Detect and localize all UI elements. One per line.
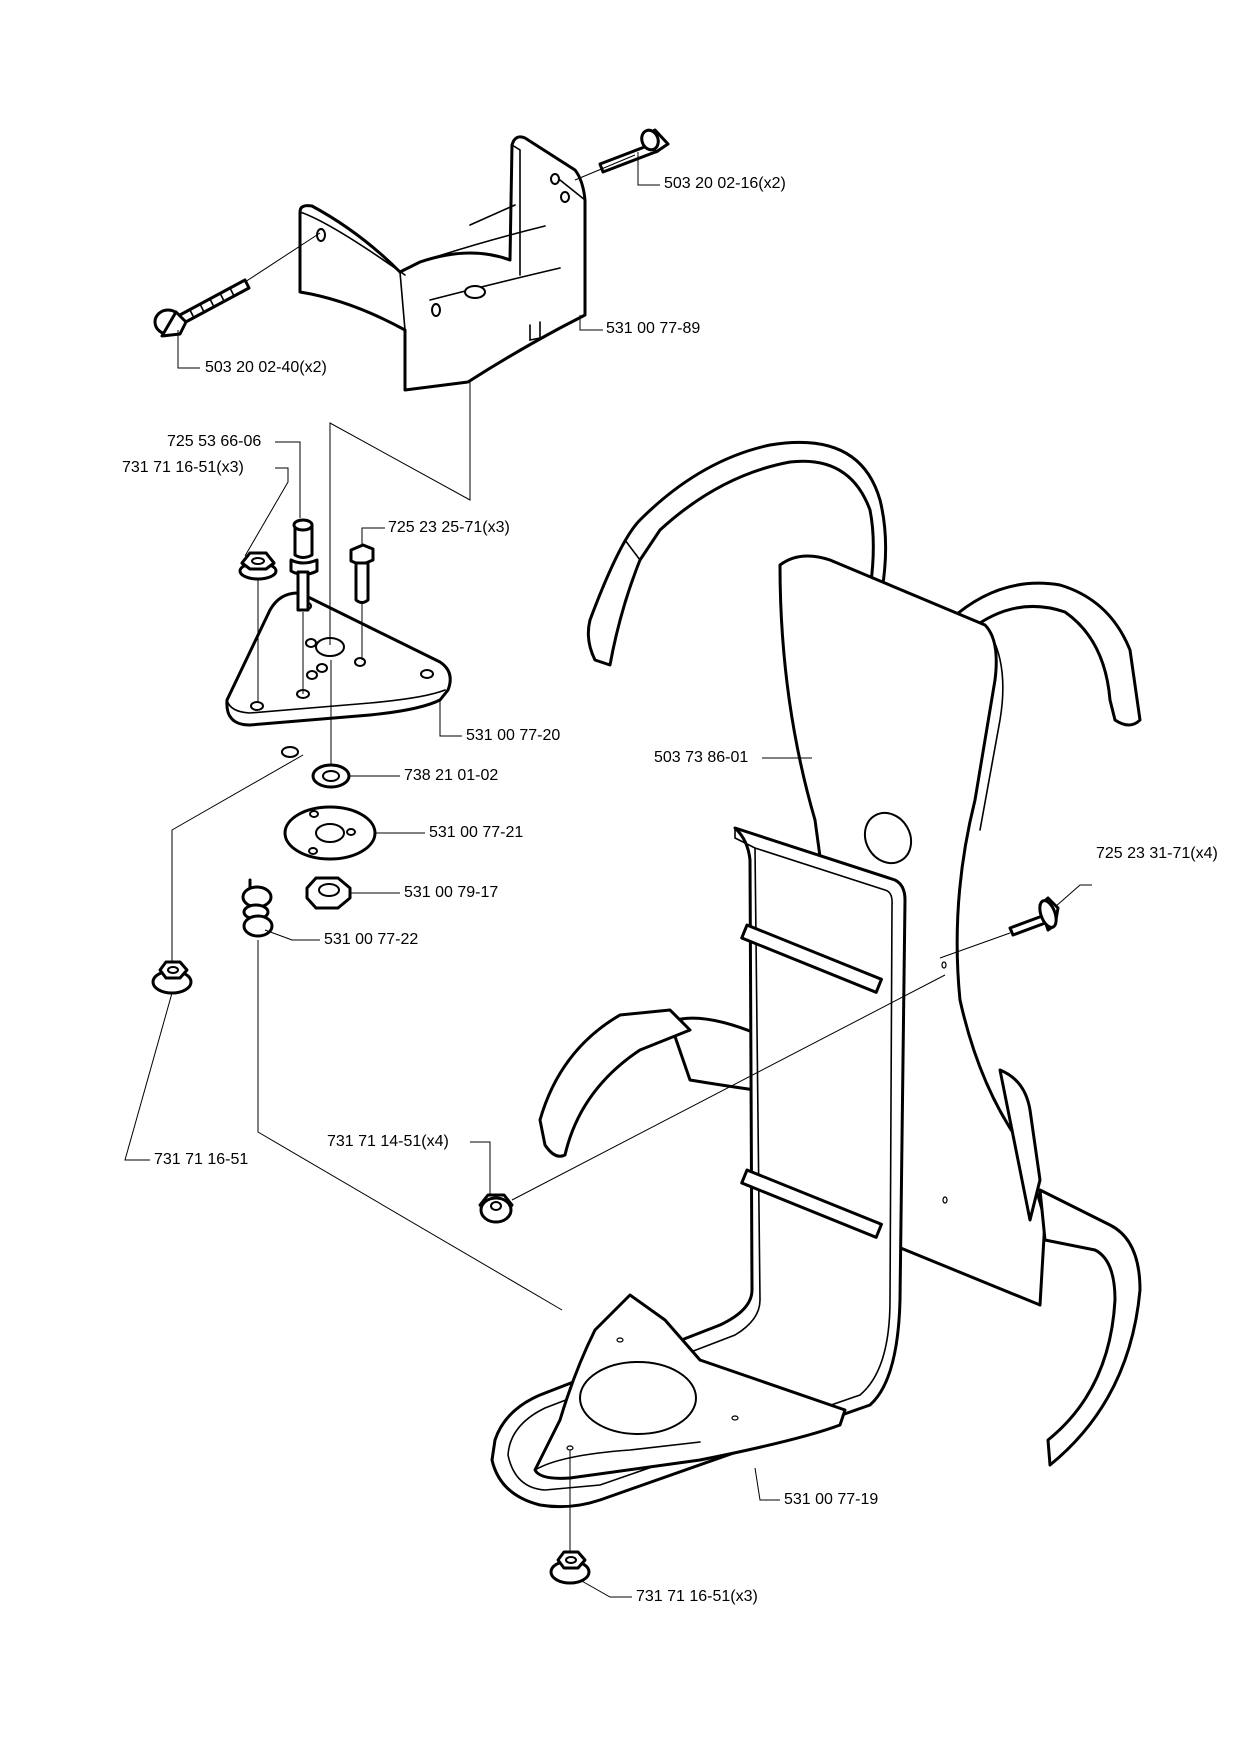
base-plate: [533, 1293, 847, 1555]
cradle-bracket: [298, 135, 587, 392]
label-725-23-31-71: 725 23 31-71(x4): [1096, 845, 1218, 862]
leader-frame: [754, 1467, 780, 1501]
label-731-71-16-51-x3-bottom: 731 71 16-51(x3): [636, 1588, 758, 1605]
leader-long-bolt: [177, 330, 200, 369]
label-531-00-79-17: 531 00 79-17: [404, 884, 499, 901]
bolt-725-23-31-71: [939, 884, 1092, 959]
leader-plate-to-left-nut: [171, 754, 304, 965]
screw-725-23-25-71: [349, 527, 385, 660]
label-731-71-14-51: 731 71 14-51(x4): [327, 1133, 449, 1150]
leader-cradle: [579, 315, 603, 331]
label-531-00-77-19: 531 00 77-19: [784, 1491, 879, 1508]
flange-nut-bottom: [549, 1550, 632, 1598]
bushing-738-21-01-02: [311, 660, 400, 789]
label-725-23-25-71: 725 23 25-71(x3): [388, 519, 510, 536]
label-531-00-77-20: 531 00 77-20: [466, 727, 561, 744]
bolt-503-20-02-16: [574, 128, 670, 181]
leader-plate-to-cradle: [329, 382, 471, 645]
label-731-71-16-51-left: 731 71 16-51: [154, 1151, 249, 1168]
leader-plate: [439, 700, 462, 737]
label-503-73-86-01: 503 73 86-01: [654, 749, 749, 766]
rubber-mount-531-00-77-22: [241, 878, 563, 1311]
label-503-20-02-16: 503 20 02-16(x2): [664, 175, 786, 192]
label-503-20-02-40: 503 20 02-40(x2): [205, 359, 327, 376]
tubular-frame: [490, 826, 907, 1509]
label-731-71-16-51-x3-top: 731 71 16-51(x3): [122, 459, 244, 476]
washer-plate-531-00-77-21: [283, 805, 425, 861]
bolt-503-20-02-40: [153, 232, 321, 338]
label-725-53-66-06: 725 53 66-06: [167, 433, 262, 450]
flange-nut-top: [238, 467, 289, 702]
label-531-00-77-22: 531 00 77-22: [324, 931, 419, 948]
waist-strap: [538, 1008, 1142, 1467]
screw-725-53-66-06: [275, 441, 319, 694]
nut-731-71-14-51: [470, 974, 946, 1224]
flange-nut-left: [124, 960, 193, 1161]
label-531-00-77-89: 531 00 77-89: [606, 320, 701, 337]
label-531-00-77-21: 531 00 77-21: [429, 824, 524, 841]
triangle-plate: [225, 591, 452, 758]
nut-531-00-79-17: [305, 876, 400, 910]
leader-short-bolt: [637, 152, 660, 186]
label-738-21-01-02: 738 21 01-02: [404, 767, 499, 784]
